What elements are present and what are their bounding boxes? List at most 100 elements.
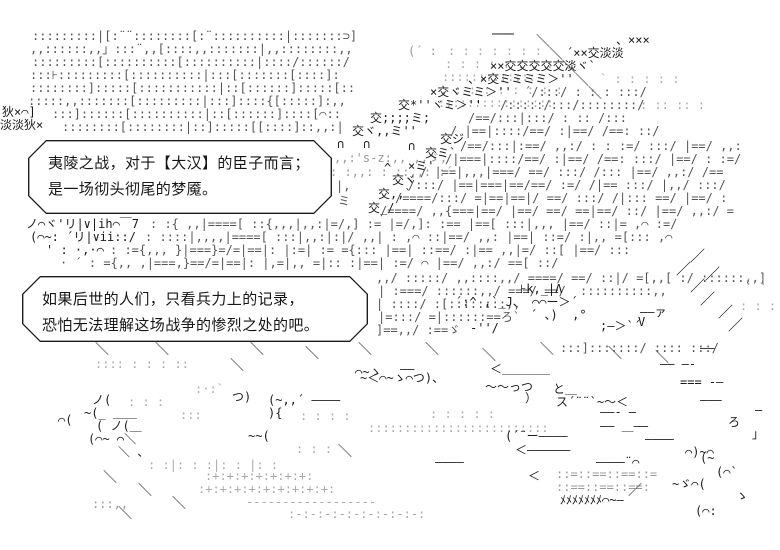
ascii-art-fragment: ＼	[536, 34, 550, 50]
ascii-art-fragment: ::::::::::,,	[580, 284, 667, 298]
ascii-art-fragment: :::::::::::::	[442, 70, 536, 84]
ascii-art-fragment: (~,,´ ――――	[268, 393, 341, 407]
ascii-art-fragment: |=:::/ =|::::::==ろ`	[378, 310, 521, 324]
ascii-art-fragment: :::::,,:::::::[:::::::::|:::]::::{[:::::…	[28, 94, 346, 108]
ascii-art-fragment: ミ	[338, 194, 351, 208]
ascii-art-fragment: ――――	[435, 455, 464, 469]
ascii-art-fragment: :::]:::::::/ :::: :::/	[560, 341, 719, 355]
speech-bubble-2-fill	[23, 277, 366, 340]
ascii-art-fragment: ´ 、) ,°	[530, 308, 587, 322]
ascii-art-fragment: 、×交ミミミミ＞''	[468, 72, 574, 86]
ascii-art-fragment: ＼	[172, 496, 186, 512]
ascii-art-fragment: ／	[700, 290, 716, 308]
ascii-art-fragment: ⌒)~⌒	[685, 445, 714, 459]
ascii-art-fragment: :::: : : : ::	[95, 357, 189, 371]
ascii-art-fragment: ＼	[230, 358, 244, 374]
ascii-art-fragment: ‐''/	[470, 321, 499, 335]
ascii-art-fragment: ＼	[575, 73, 589, 89]
ascii-art-fragment: :::::::::::::::::::::::::	[368, 421, 549, 435]
ascii-art-fragment: ' : ·,·⌒	[46, 243, 104, 257]
ascii-art-fragment: ＼	[305, 346, 319, 362]
ascii-art-fragment: ＼	[588, 86, 602, 102]
ascii-art-fragment: : : :	[128, 395, 165, 409]
ascii-art-fragment: : : :	[296, 442, 333, 456]
ascii-art-fragment: ＜	[528, 469, 541, 483]
ascii-art-fragment: 淡淡狄×	[0, 118, 44, 132]
ascii-art-fragment: /==/:::|:::/ : :: /:::	[468, 111, 627, 125]
ascii-art-fragment: ）	[525, 391, 538, 405]
ascii-art-fragment: ノ(	[92, 393, 112, 407]
ascii-art-fragment: / |==|::::/==/ :|==/ /==: ::/	[450, 124, 660, 138]
ascii-art-fragment: ＼	[138, 483, 152, 499]
ascii-art-fragment: ( ノ(＿	[96, 419, 142, 433]
ascii-art-fragment: ×ミ'	[408, 159, 435, 173]
bubble2-line2: 恐怕无法理解这场战争的惨烈之处的吧。	[42, 316, 320, 334]
ascii-art-fragment: /====/:::/ =|==|==|/ ==/ :::/ /|::: ==/ …	[395, 191, 728, 205]
ascii-art-fragment: ＼	[482, 348, 496, 364]
ascii-art-fragment: ───	[492, 27, 514, 41]
ascii-art-fragment: ／	[728, 316, 744, 334]
ascii-art-fragment: :+:+:+:+:+:+:+:	[205, 469, 314, 483]
ascii-art-fragment: (⌒`	[716, 465, 738, 479]
ascii-art-fragment: ~~(	[248, 429, 270, 443]
ascii-art-fragment: (⌒~ ⌒＼	[88, 432, 137, 446]
speech-bubble-1: 夷陵之战，对于【大汉】的臣子而言； 是一场彻头彻尾的梦魇。	[28, 140, 332, 214]
ascii-art-fragment: ＼	[540, 342, 554, 358]
ascii-art-fragment: | :===/ ::::::,,/ ===/ ==/	[378, 284, 566, 298]
ascii-art-fragment: :::,,	[92, 497, 129, 511]
ascii-art-fragment: :::	[180, 408, 202, 422]
ascii-art-fragment: :::]::::::[::::::::::|::[::::::]::::[⌒::	[52, 107, 341, 121]
bubble1-line2: 是一场彻头彻尾的梦魇。	[48, 180, 218, 198]
ascii-art-fragment: ××交交交交交淡ヾ`	[490, 59, 596, 73]
speech-bubble-2: 如果后世的人们，只看兵力上的记录， 恐怕无法理解这场战争的惨烈之处的吧。	[22, 276, 368, 342]
ascii-art-fragment: ` : : : : :	[600, 72, 680, 86]
ascii-art-fragment: (~	[700, 451, 715, 465]
ascii-art-fragment: ＼	[95, 342, 109, 358]
ascii-art-fragment: ,,/ :::::/ ,,::::,,/ ====/ ==/ ::|/ =[,,…	[376, 271, 767, 285]
speech-bubble-1-text: 夷陵之战，对于【大汉】的臣子而言； 是一场彻头彻尾的梦魇。	[28, 140, 332, 214]
ascii-art-fragment: : : : : : : :	[448, 44, 542, 58]
ascii-art-fragment: ]==,,/ :==ゞ	[376, 323, 461, 337]
ascii-art-fragment: |,	[336, 179, 351, 193]
speech-bubble-2-text: 如果后世的人们，只看兵力上的记录， 恐怕无法理解这场战争的惨烈之处的吧。	[22, 276, 368, 342]
ascii-art-fragment: :::::::::[::::::::::[::::::::::|::::/:::…	[32, 55, 350, 69]
ascii-art-fragment: ::::::::]:::::[:::::::::::|::[::::::]:::…	[30, 81, 356, 95]
ascii-art-fragment: ＜＿＿＿＿	[490, 362, 551, 376]
ascii-art-fragment: : :={,,, }|===}=/=|==|: |:=| := ={::: |=…	[110, 243, 631, 257]
ascii-art-fragment: : ::::|,,,,|====[ :::|,,:|:|/ ,,| : ,⌒ :…	[145, 230, 673, 244]
ascii-art-fragment: ){	[268, 406, 283, 420]
ascii-art-fragment: ―――	[700, 393, 722, 407]
ascii-art-fragment: :::::::::|[:¨¨::::::::[:¨::::::::::|::::…	[32, 29, 358, 43]
ascii-art-fragment: : :	[745, 274, 767, 288]
ascii-art-fragment: ／	[718, 303, 734, 321]
ascii-art-fragment: ::::::::::::::::	[438, 96, 554, 110]
ascii-art-fragment: ::==::==::==:	[556, 480, 650, 494]
ascii-art-fragment: /:::::/:::/::::::::/	[500, 98, 645, 112]
ascii-art-fragment: 交ヾ	[392, 173, 417, 187]
ascii-art-fragment: ::=::==::==::=	[556, 467, 658, 481]
ascii-art-fragment: ス´¨¨`~〜＜	[556, 395, 629, 409]
ascii-art-fragment: ,,:'s-z:,, ,,ゞ,	[334, 151, 448, 165]
ascii-art-fragment: ――――¨⌒	[596, 455, 640, 469]
ascii-art-fragment: | ::::/ :[::::::::,,	[376, 297, 521, 311]
ascii-art-fragment: /:::/ |==|===|==/==/ :=/ /|== :::/ |,,/ …	[408, 178, 726, 192]
ascii-art-fragment: : :{ ,,|====[ ::{,,,|,,:|=/,] := |=/,]: …	[150, 217, 678, 231]
ascii-art-fragment: ―	[755, 403, 763, 417]
ascii-art-fragment: : :: :: :	[640, 98, 706, 112]
ascii-art-fragment: 交ジ	[440, 132, 465, 146]
ascii-art-fragment: (⌒:	[695, 504, 717, 518]
ascii-art-fragment: : : :	[740, 299, 777, 313]
ascii-art-fragment: /|===|::::/==/ :|==/ /==: :::/ |==/ : :=…	[445, 152, 742, 166]
ascii-art-fragment: ´/:::/ : : : :::/	[524, 85, 647, 99]
ascii-art-fragment: ／	[628, 483, 642, 499]
ascii-art-fragment: ＼	[103, 470, 117, 486]
ascii-art-fragment: : :,,: : ::,,: :´	[330, 165, 453, 179]
ascii-art-fragment: · ´ : ={,, ,|===,}==/=|==|: |,=|,, =|:: …	[60, 256, 559, 270]
ascii-art-fragment: 交;;;;ミ;	[370, 111, 431, 125]
ascii-art-fragment: ＼	[655, 350, 669, 366]
ascii-art-fragment: / |==|,,,|===/ ==/ :::/ /::: |==/ ,,:/ /…	[420, 165, 724, 179]
bubble2-line1: 如果后世的人们，只看兵力上的记录，	[42, 290, 304, 308]
ascii-art-fragment: ＼	[118, 506, 132, 522]
ascii-art-fragment: V	[638, 315, 646, 329]
